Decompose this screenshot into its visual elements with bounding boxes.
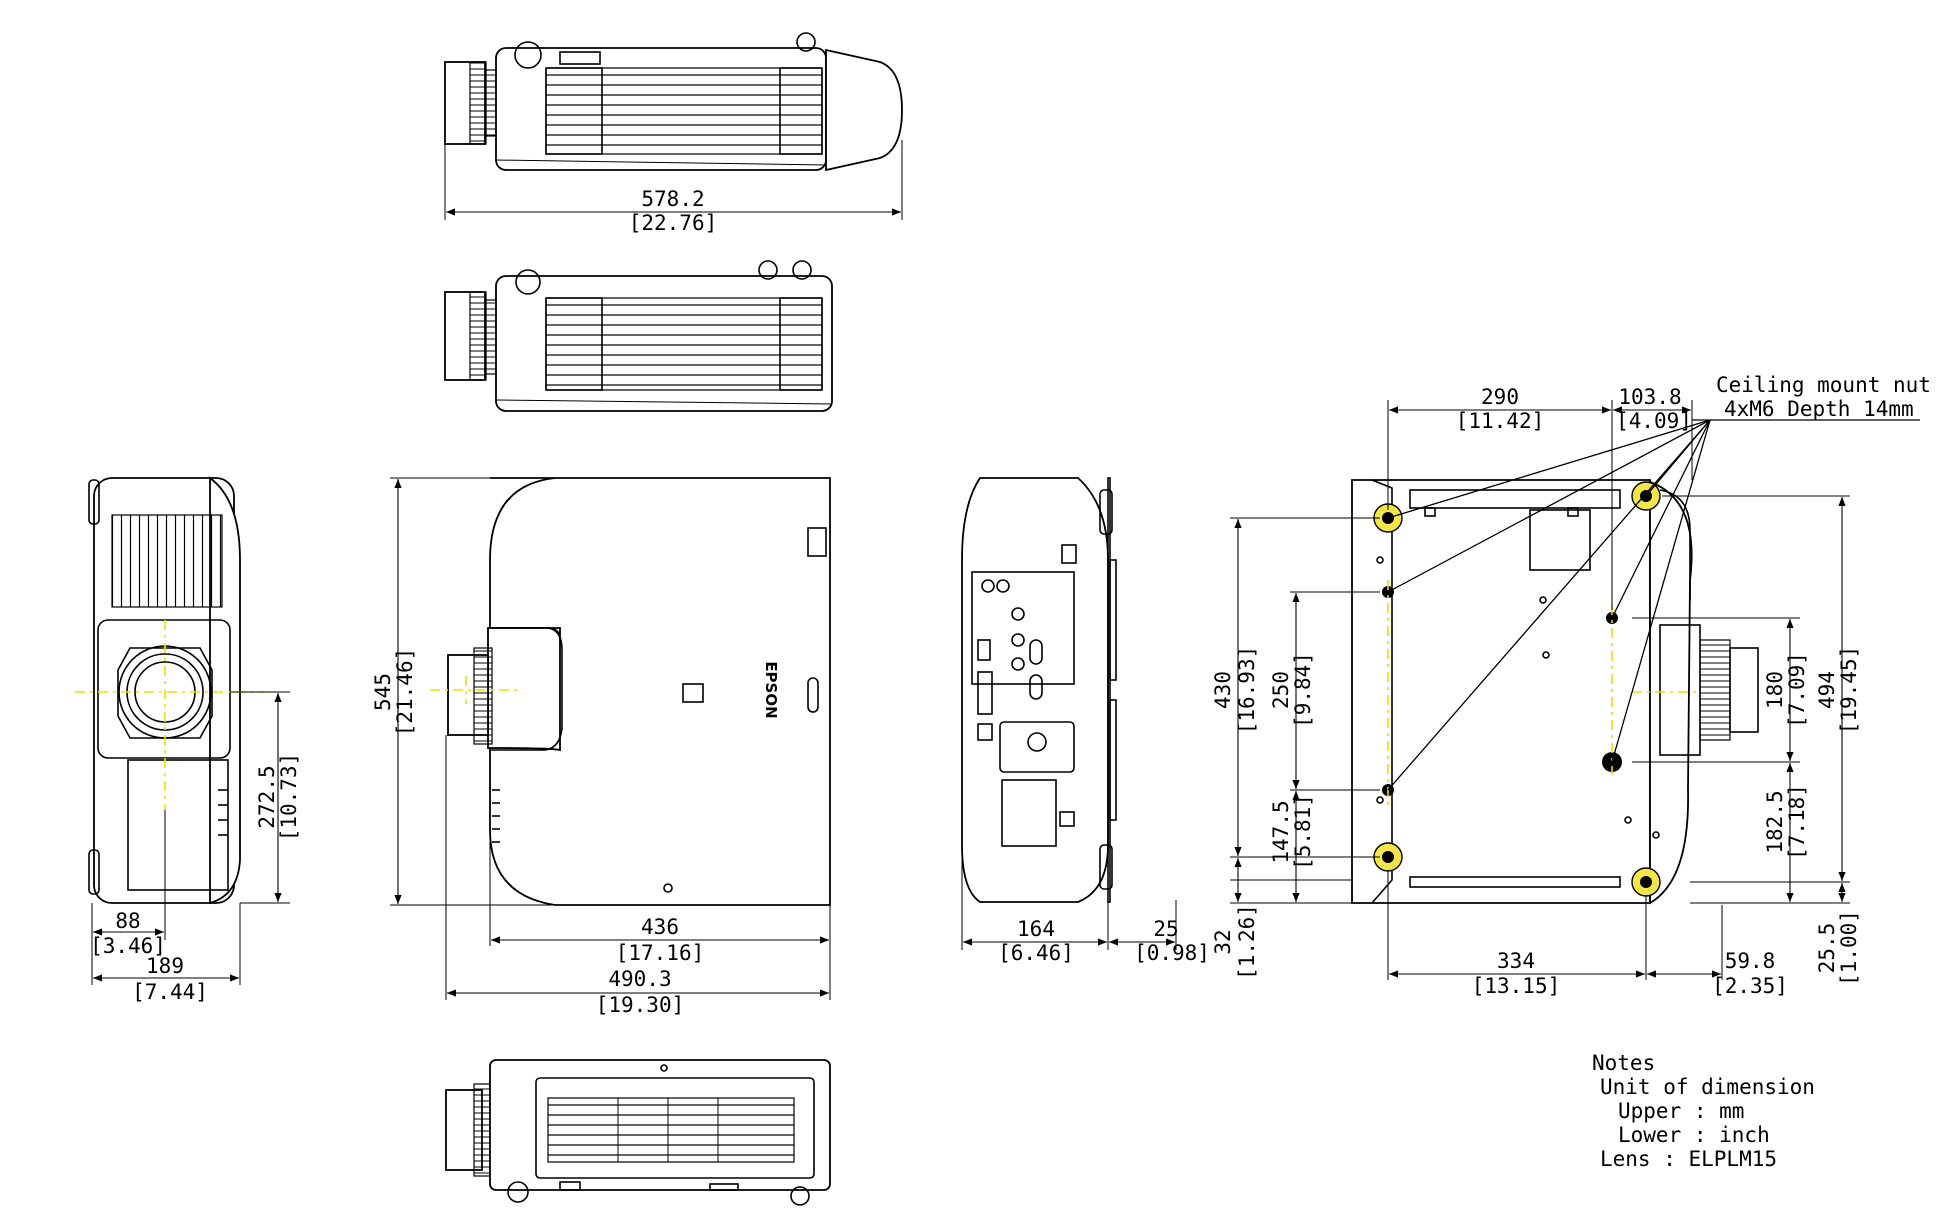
dim-main-height-mm: 545 [371, 673, 395, 711]
dim-bottom-182-inch: [7.18] [1785, 784, 1809, 860]
dim-side-width-inch: [7.44] [132, 980, 208, 1004]
dim-main-depth-inch: [17.16] [616, 941, 705, 965]
dim-bottom-290-inch: [11.42] [1456, 409, 1545, 433]
side-view [75, 476, 265, 905]
dimension-bottom-top: 290 [11.42] 103.8 [4.09] [1387, 385, 1693, 610]
dim-top-length-mm: 578.2 [641, 187, 704, 211]
dim-bottom-334-mm: 334 [1497, 949, 1535, 973]
dimension-rear: 164 [6.46] 25 [0.98] [961, 860, 1210, 965]
notes-unit-of-dimension: Unit of dimension [1600, 1075, 1815, 1099]
dim-bottom-32-inch: [1.26] [1235, 904, 1259, 980]
dim-side-lens-offset-inch: [3.46] [90, 934, 166, 958]
dim-rear-width-inch: [6.46] [998, 941, 1074, 965]
top-view [444, 32, 903, 172]
notes-title: Notes [1592, 1051, 1655, 1075]
dim-main-depth-mm: 436 [641, 915, 679, 939]
dim-bottom-180-mm: 180 [1763, 671, 1787, 709]
dimension-bottom-right: 180 [7.09] 182.5 [7.18] 494 [19.45] 25.5… [1632, 495, 1861, 986]
dim-bottom-494-inch: [19.45] [1837, 646, 1861, 735]
dim-bottom-290-mm: 290 [1481, 385, 1519, 409]
dim-side-lens-offset-mm: 88 [115, 909, 140, 933]
dim-main-width-inch: [19.30] [596, 993, 685, 1017]
dim-rear-width-mm: 164 [1017, 917, 1055, 941]
notes-lens: Lens : ELPLM15 [1600, 1147, 1777, 1171]
dim-bottom-103-inch: [4.09] [1616, 409, 1692, 433]
dim-top-length-inch: [22.76] [629, 211, 718, 235]
dim-bottom-25-5-mm: 25.5 [1815, 923, 1839, 974]
callout-line-2: 4xM6 Depth 14mm [1724, 397, 1914, 421]
dim-bottom-250-mm: 250 [1269, 671, 1293, 709]
dim-bottom-182-mm: 182.5 [1763, 790, 1787, 853]
dim-bottom-430-mm: 430 [1211, 671, 1235, 709]
dimension-bottom-lower: 334 [13.15] 59.8 [2.35] [1387, 870, 1788, 998]
bottom-view [1351, 479, 1759, 905]
dim-bottom-103-mm: 103.8 [1618, 385, 1681, 409]
dim-bottom-32-mm: 32 [1211, 929, 1235, 954]
bottom-centerlines [1387, 580, 1700, 805]
dim-bottom-250-inch: [9.84] [1291, 652, 1315, 728]
top-view-variant [444, 260, 833, 412]
callout-line-1: Ceiling mount nut [1716, 373, 1931, 397]
dimension-main-depth: 436 [17.16] 490.3 [19.30] [445, 735, 831, 1017]
notes-lower-inch: Lower : inch [1618, 1123, 1770, 1147]
dimension-top-length: 578.2 [22.76] [444, 140, 903, 235]
dim-side-lens-height-mm: 272.5 [255, 765, 279, 828]
dim-main-width-mm: 490.3 [608, 967, 671, 991]
dim-bottom-494-mm: 494 [1815, 671, 1839, 709]
dim-side-width-mm: 189 [146, 954, 184, 978]
dim-side-lens-height-inch: [10.73] [277, 753, 301, 842]
dim-bottom-59-inch: [2.35] [1712, 974, 1788, 998]
dim-bottom-147-mm: 147.5 [1269, 800, 1293, 863]
dim-bottom-25-5-inch: [1.00] [1837, 910, 1861, 986]
dim-bottom-430-inch: [16.93] [1235, 646, 1259, 735]
dim-bottom-334-inch: [13.15] [1472, 974, 1561, 998]
notes-block: Notes Unit of dimension Upper : mm Lower… [1592, 1051, 1815, 1171]
bottom-side-view [445, 1059, 831, 1206]
dim-rear-offset-inch: [0.98] [1134, 941, 1210, 965]
rear-view [961, 477, 1117, 903]
callout-leaders [1387, 419, 1920, 791]
dim-bottom-59-mm: 59.8 [1725, 949, 1776, 973]
brand-logo: EPSON [762, 661, 780, 718]
notes-upper-mm: Upper : mm [1618, 1099, 1744, 1123]
dimension-bottom-left: 430 [16.93] 250 [9.84] 147.5 [5.81] 32 [… [1211, 517, 1380, 980]
dim-rear-offset-mm: 25 [1153, 917, 1178, 941]
dim-main-height-inch: [21.46] [393, 648, 417, 737]
dim-bottom-180-inch: [7.09] [1785, 652, 1809, 728]
main-top-view: EPSON [430, 477, 831, 906]
dim-bottom-147-inch: [5.81] [1291, 794, 1315, 870]
dimension-side-width: 88 [3.46] 189 [7.44] [90, 810, 241, 1004]
dimension-main-height: 545 [21.46] [371, 477, 560, 906]
dimension-side-lens-height: 272.5 [10.73] [230, 691, 301, 904]
